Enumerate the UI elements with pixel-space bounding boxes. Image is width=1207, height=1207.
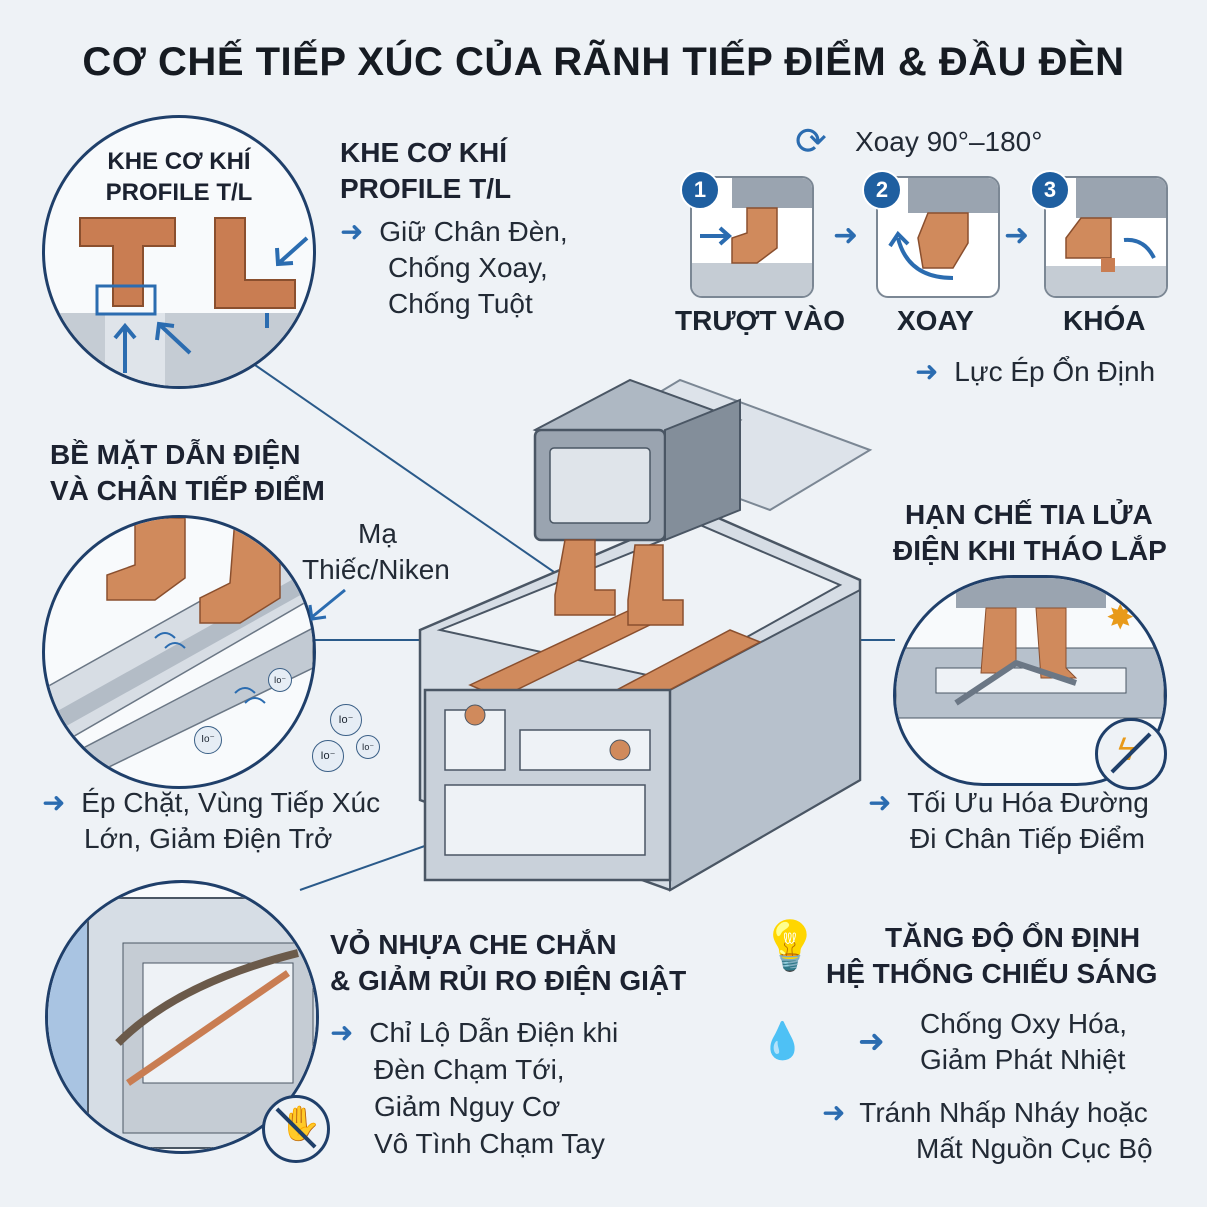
stability-heading-2: HỆ THỐNG CHIẾU SÁNG — [826, 958, 1158, 989]
cover-heading-2: & GIẢM RỦI RO ĐIỆN GIẬT — [330, 965, 687, 996]
ion-bubble: Io⁻ — [330, 704, 362, 736]
slot-desc-2: Chống Xoay, — [388, 252, 548, 283]
rotate-label: Xoay 90°–180° — [855, 126, 1043, 157]
circle-label-1: KHE CƠ KHÍ — [107, 148, 251, 175]
cover-illustration — [48, 883, 316, 1151]
slot-desc-1: Giữ Chân Đèn, — [379, 216, 568, 247]
arrow-right-icon: ➜ — [915, 356, 939, 387]
stability-desc-4: Mất Nguồn Cục Bộ — [916, 1133, 1153, 1164]
step-label-2: XOAY — [897, 305, 974, 336]
no-hand-icon: ✋ — [262, 1095, 330, 1163]
step-number-3: 3 — [1030, 170, 1070, 210]
surface-heading-1: BỀ MẶT DẪN ĐIỆN — [50, 439, 301, 470]
step-box-1 — [690, 176, 814, 298]
page-title: CƠ CHẾ TIẾP XÚC CỦA RÃNH TIẾP ĐIỂM & ĐẦU… — [82, 40, 1125, 84]
arrow-right-icon: ➜ — [858, 1023, 885, 1059]
step-label-1: TRƯỢT VÀO — [675, 305, 845, 336]
arrow-right-icon: ➜ — [340, 216, 364, 247]
rotate-icon: ⟳ — [795, 121, 827, 163]
arrow-right-icon: ➜ — [330, 1017, 354, 1048]
spark-desc-1: Tối Ưu Hóa Đường — [907, 787, 1149, 818]
plating-label-1: Mạ — [358, 518, 397, 549]
surface-contact-circle — [42, 515, 316, 789]
surface-desc-2: Lớn, Giảm Điện Trở — [84, 823, 333, 854]
step-number-1: 1 — [680, 170, 720, 210]
no-spark-icon: ϟ — [1095, 718, 1167, 790]
drop-flame-icon: 💧 — [760, 1020, 805, 1061]
stability-desc-3: Tránh Nhấp Nháy hoặc — [859, 1097, 1148, 1128]
surface-heading-2: VÀ CHÂN TIẾP ĐIỂM — [50, 475, 325, 506]
arrow-right-icon: ➜ — [822, 1097, 846, 1128]
ion-bubble: Io⁻ — [356, 735, 380, 759]
t-l-profile-illustration — [45, 217, 313, 386]
lightbulb-icon: 💡 — [760, 920, 820, 973]
slot-profile-circle: KHE CƠ KHÍ PROFILE T/L — [42, 115, 316, 389]
step-label-3: KHÓA — [1063, 305, 1146, 336]
surface-illustration — [45, 518, 313, 786]
arrow-right-icon: ➜ — [868, 787, 892, 818]
spark-circle: ✸ — [893, 575, 1167, 786]
plating-pointer — [308, 588, 346, 621]
ion-bubble: Io⁻ — [312, 740, 344, 772]
spark-icon: ✸ — [1106, 599, 1135, 637]
spark-desc-2: Đi Chân Tiếp Điểm — [910, 823, 1145, 854]
cover-desc-4: Vô Tình Chạm Tay — [374, 1128, 605, 1159]
surface-desc-1: Ép Chặt, Vùng Tiếp Xúc — [81, 787, 381, 818]
cover-desc-2: Đèn Chạm Tới, — [374, 1054, 565, 1085]
arrow-right-icon: ➜ — [42, 787, 66, 818]
plating-label-2: Thiếc/Niken — [302, 554, 450, 585]
arrow-right-icon: ➜ — [1004, 219, 1030, 252]
cover-desc-1: Chỉ Lộ Dẫn Điện khi — [369, 1017, 619, 1048]
step-number-2: 2 — [862, 170, 902, 210]
slot-heading-2: PROFILE T/L — [340, 173, 512, 204]
slot-heading-1: KHE CƠ KHÍ — [340, 137, 508, 168]
stability-heading-1: TĂNG ĐỘ ỔN ĐỊNH — [885, 922, 1141, 953]
stability-desc-2: Giảm Phát Nhiệt — [920, 1044, 1126, 1075]
circle-label-2: PROFILE T/L — [105, 179, 253, 206]
rail-illustration — [418, 378, 873, 892]
ion-bubble: Io⁻ — [194, 726, 222, 754]
slot-desc-3: Chống Tuột — [388, 288, 533, 319]
spark-heading-2: ĐIỆN KHI THÁO LẮP — [893, 535, 1167, 566]
cover-heading-1: VỎ NHỰA CHE CHẮN — [330, 929, 617, 960]
cover-desc-3: Giảm Nguy Cơ — [374, 1091, 561, 1122]
ion-bubble: Io⁻ — [268, 668, 292, 692]
stability-desc-1: Chống Oxy Hóa, — [920, 1008, 1127, 1039]
rotate-result: Lực Ép Ổn Định — [954, 356, 1156, 387]
spark-heading-1: HẠN CHẾ TIA LỬA — [905, 499, 1153, 530]
spark-illustration — [896, 578, 1164, 719]
arrow-right-icon: ➜ — [833, 219, 859, 252]
